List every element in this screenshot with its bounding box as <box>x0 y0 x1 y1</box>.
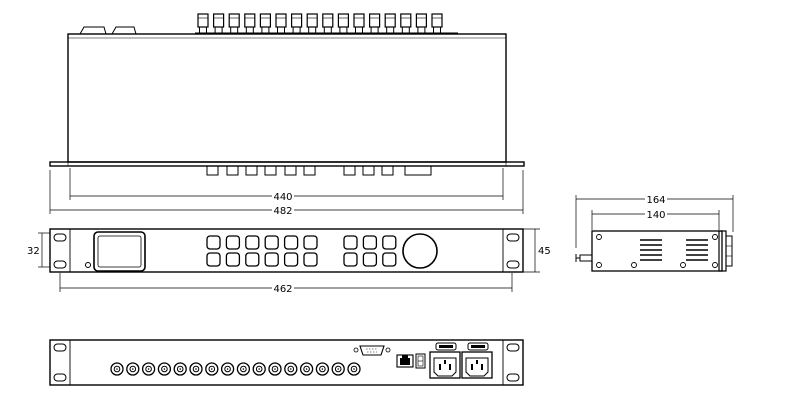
top-front-tab <box>343 165 356 176</box>
front-button[interactable] <box>362 252 378 267</box>
top-connector <box>228 13 240 34</box>
dim-462-label: 462 <box>273 284 292 295</box>
top-connector <box>259 13 271 34</box>
side-vents <box>640 239 708 261</box>
rear-bnc-connector <box>236 362 251 376</box>
rear-serial-port <box>353 345 391 356</box>
rear-bnc-connector <box>205 362 219 376</box>
top-connector <box>306 13 318 34</box>
rear-bnc-connector <box>268 362 282 376</box>
dim-45-label: 45 <box>538 246 551 257</box>
top-connector <box>322 13 334 34</box>
front-button[interactable] <box>283 252 299 267</box>
rear-view <box>49 339 524 386</box>
rear-bnc-connector <box>347 362 361 376</box>
dim-32: 32 <box>27 232 50 268</box>
dim-140: 140 <box>591 208 720 230</box>
rear-bnc-connector <box>126 362 140 376</box>
top-view-flange <box>49 161 525 167</box>
top-connector <box>291 13 303 34</box>
top-connector <box>431 13 443 34</box>
front-display <box>93 231 146 272</box>
top-connector <box>337 13 349 34</box>
front-button[interactable] <box>245 252 260 267</box>
front-button[interactable] <box>264 235 279 250</box>
top-front-tab <box>362 165 375 176</box>
dim-45: 45 <box>523 228 551 273</box>
top-front-tab <box>206 165 219 176</box>
top-view <box>49 13 525 176</box>
side-body <box>591 230 723 272</box>
dim-164-label: 164 <box>646 195 665 206</box>
top-front-tab <box>226 165 239 176</box>
top-front-tab <box>284 165 297 176</box>
rear-bnc-connector <box>141 362 156 376</box>
top-view-body <box>67 33 507 163</box>
front-button[interactable] <box>382 235 397 250</box>
dim-32-label: 32 <box>27 246 40 257</box>
top-connector <box>353 13 365 34</box>
front-button[interactable] <box>382 252 397 267</box>
rear-usb-port <box>415 353 426 369</box>
front-button[interactable] <box>343 252 358 267</box>
front-knob <box>402 233 438 269</box>
rear-bnc-connector <box>299 362 314 376</box>
front-button[interactable] <box>245 235 260 250</box>
dim-440: 440 <box>69 168 504 203</box>
front-button[interactable] <box>343 235 358 250</box>
front-button[interactable] <box>264 252 279 267</box>
front-button[interactable] <box>283 235 299 250</box>
rear-bnc-connector <box>315 362 330 376</box>
rear-panel <box>49 339 524 386</box>
rear-bnc-connector <box>220 362 235 376</box>
top-front-tab <box>264 165 277 176</box>
rear-bnc-connector <box>284 362 298 376</box>
top-front-tab <box>303 165 316 176</box>
top-front-tabs <box>206 165 394 176</box>
rear-bnc-connector <box>189 362 203 376</box>
top-front-tab <box>381 165 394 176</box>
rear-connectors <box>110 362 361 376</box>
dim-140-label: 140 <box>646 210 665 221</box>
top-connector <box>415 13 427 34</box>
front-panel <box>49 228 524 273</box>
front-button[interactable] <box>225 235 241 250</box>
dim-482-label: 482 <box>273 206 292 217</box>
front-view <box>49 228 524 273</box>
dim-440-label: 440 <box>273 192 292 203</box>
rear-bnc-connector <box>252 362 266 376</box>
dim-462: 462 <box>59 273 513 295</box>
front-button[interactable] <box>303 252 318 267</box>
rear-network-port <box>396 354 414 368</box>
front-buttons <box>206 235 397 267</box>
front-button[interactable] <box>206 235 221 250</box>
rear-bnc-connector <box>173 362 187 376</box>
front-button[interactable] <box>206 252 221 267</box>
top-connector <box>384 13 396 34</box>
top-connectors <box>197 13 443 34</box>
rear-power-inlets <box>429 342 493 379</box>
rear-power-inlet <box>461 342 493 379</box>
front-button[interactable] <box>303 235 318 250</box>
top-connector <box>369 13 381 34</box>
rear-bnc-connector <box>110 362 124 376</box>
dim-482: 482 <box>49 170 524 217</box>
rear-bnc-connector <box>331 362 345 376</box>
top-connector <box>275 13 287 34</box>
top-connector <box>197 13 209 34</box>
front-button[interactable] <box>362 235 378 250</box>
top-connector <box>244 13 256 34</box>
front-button[interactable] <box>225 252 241 267</box>
top-connector <box>400 13 412 34</box>
rear-bnc-connector <box>157 362 172 376</box>
top-connector <box>213 13 225 34</box>
rear-power-inlet <box>429 342 461 379</box>
dim-164: 164 <box>575 193 734 248</box>
top-front-tab <box>245 165 258 176</box>
side-view <box>575 230 733 272</box>
front-led <box>85 262 91 268</box>
